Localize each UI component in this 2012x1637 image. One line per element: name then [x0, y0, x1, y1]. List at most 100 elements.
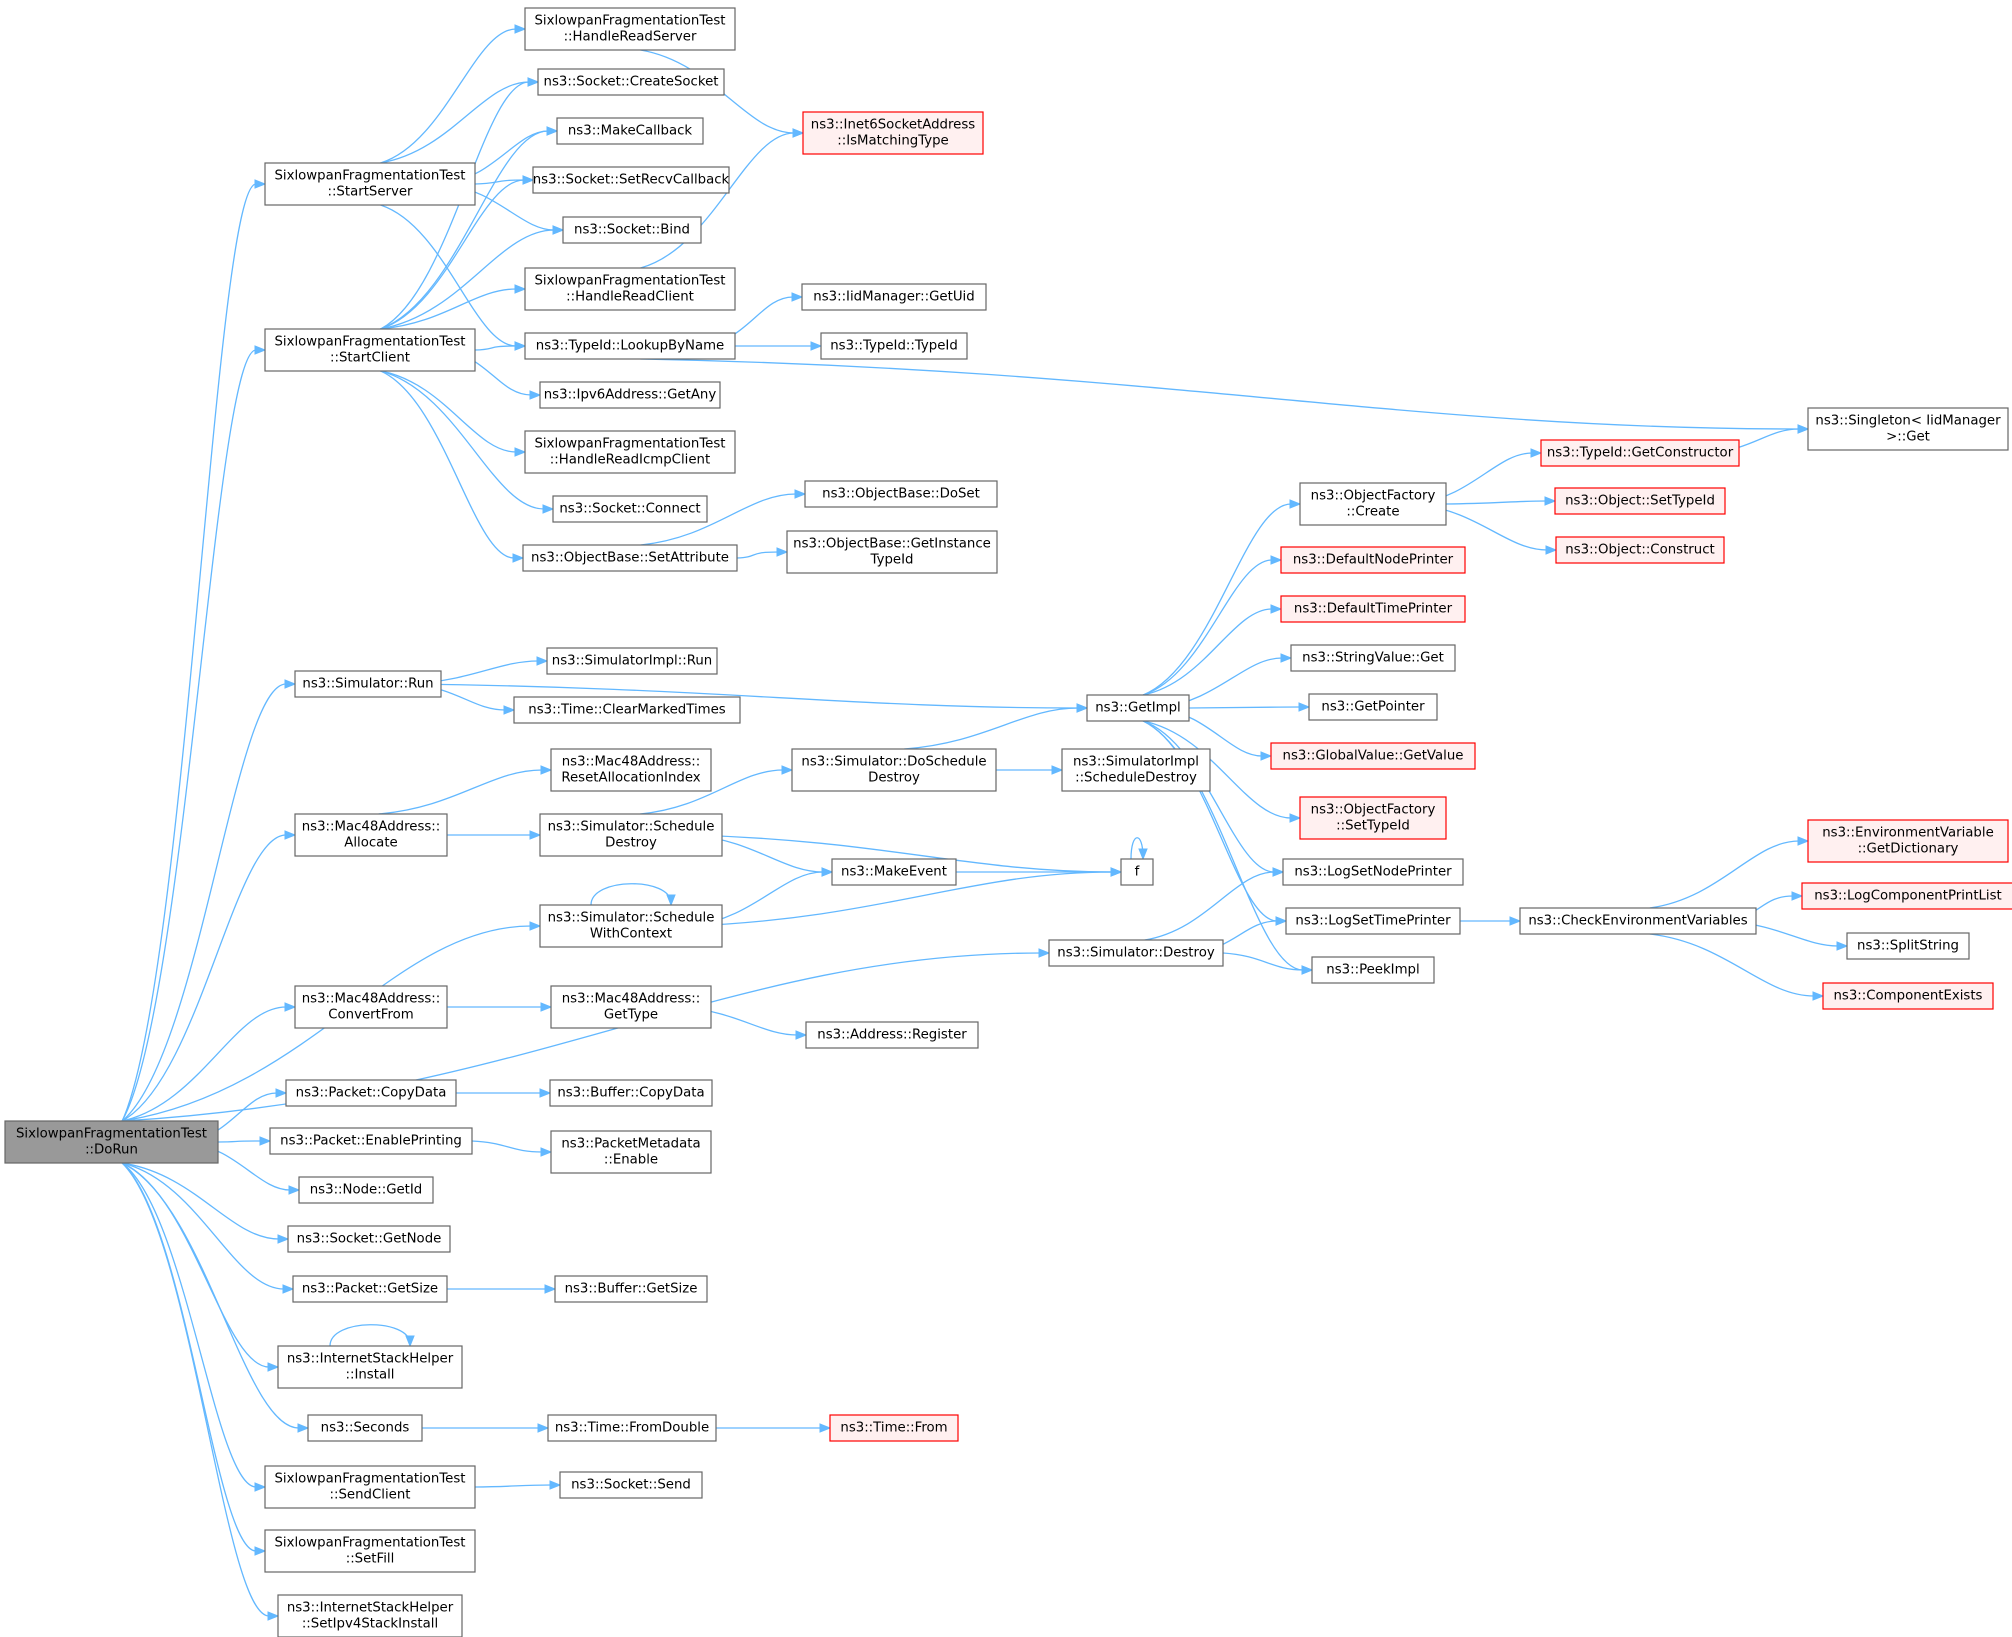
node-get-any[interactable]: ns3::Ipv6Address::GetAny	[539, 381, 721, 409]
node-env-get-dictionary[interactable]: ns3::EnvironmentVariable::GetDictionary	[1807, 819, 2009, 863]
edge-set-attribute-to-get-instance-type-id	[736, 551, 779, 559]
node-schedule-destroy[interactable]: ns3::Simulator::ScheduleDestroy	[539, 813, 723, 857]
node-f[interactable]: f	[1120, 858, 1154, 886]
node-get-uid[interactable]: ns3::IidManager::GetUid	[801, 283, 987, 311]
node-split-string[interactable]: ns3::SplitString	[1846, 932, 1970, 960]
node-label: ns3::Time::FromDouble	[555, 1421, 709, 1436]
node-set-attribute[interactable]: ns3::ObjectBase::SetAttribute	[522, 544, 738, 572]
node-sim-run[interactable]: ns3::Simulator::Run	[294, 670, 442, 698]
arrowhead-handle-read-client-to-is-matching-type	[792, 128, 805, 138]
node-type-id-ctor[interactable]: ns3::TypeId::TypeId	[820, 332, 968, 360]
node-of-create[interactable]: ns3::ObjectFactory::Create	[1299, 482, 1447, 526]
node-reset-allocation-index[interactable]: ns3::Mac48Address::ResetAllocationIndex	[550, 748, 712, 792]
node-label: ::SendClient	[330, 1488, 411, 1503]
node-buffer-copy-data[interactable]: ns3::Buffer::CopyData	[549, 1079, 713, 1107]
node-sim-impl-run[interactable]: ns3::SimulatorImpl::Run	[546, 647, 718, 675]
node-label: ns3::Socket::Connect	[559, 502, 700, 517]
node-buffer-get-size[interactable]: ns3::Buffer::GetSize	[554, 1275, 708, 1303]
node-handle-read-server[interactable]: SixlowpanFragmentationTest::HandleReadSe…	[524, 7, 736, 51]
node-packet-get-size[interactable]: ns3::Packet::GetSize	[292, 1275, 448, 1303]
node-log-component-print-list[interactable]: ns3::LogComponentPrintList	[1801, 882, 2012, 910]
node-label: ns3::IidManager::GetUid	[813, 290, 974, 305]
node-do-set[interactable]: ns3::ObjectBase::DoSet	[804, 480, 998, 508]
node-clear-marked-times[interactable]: ns3::Time::ClearMarkedTimes	[513, 696, 741, 724]
node-is-matching-type[interactable]: ns3::Inet6SocketAddress::IsMatchingType	[802, 111, 984, 155]
node-box	[524, 267, 736, 311]
node-seconds[interactable]: ns3::Seconds	[307, 1414, 423, 1442]
node-impl-schedule-destroy[interactable]: ns3::SimulatorImpl::ScheduleDestroy	[1061, 748, 1211, 792]
node-handle-read-client[interactable]: SixlowpanFragmentationTest::HandleReadCl…	[524, 267, 736, 311]
node-enable-printing[interactable]: ns3::Packet::EnablePrinting	[269, 1127, 473, 1155]
node-get-pointer[interactable]: ns3::GetPointer	[1308, 693, 1438, 721]
arrowhead-lookup-by-name-to-get-uid	[791, 292, 804, 302]
node-singleton-get[interactable]: ns3::Singleton< IidManager>::Get	[1807, 407, 2009, 451]
node-label: ::HandleReadIcmpClient	[550, 453, 710, 468]
node-set-ipv4-stack-install[interactable]: ns3::InternetStackHelper::SetIpv4StackIn…	[277, 1594, 463, 1637]
node-box	[292, 1275, 448, 1303]
node-obj-construct[interactable]: ns3::Object::Construct	[1555, 536, 1725, 564]
edge-handle-read-client-to-is-matching-type	[640, 132, 795, 269]
node-label: ns3::Singleton< IidManager	[1815, 414, 2001, 429]
edge-start-client-to-lookup-by-name	[474, 345, 517, 351]
node-mac-get-type[interactable]: ns3::Mac48Address::GetType	[550, 985, 712, 1029]
node-send-client[interactable]: SixlowpanFragmentationTest::SendClient	[264, 1465, 476, 1509]
edge-schedule-destroy-to-f	[691, 834, 1113, 873]
node-log-set-node-printer[interactable]: ns3::LogSetNodePrinter	[1282, 858, 1464, 886]
node-label: ::Create	[1346, 505, 1399, 520]
node-socket-send[interactable]: ns3::Socket::Send	[559, 1471, 703, 1499]
node-set-fill[interactable]: SixlowpanFragmentationTest::SetFill	[264, 1529, 476, 1573]
node-do-run[interactable]: SixlowpanFragmentationTest::DoRun	[4, 1120, 219, 1164]
node-of-set-type-id[interactable]: ns3::ObjectFactory::SetTypeId	[1299, 796, 1447, 840]
node-packet-copy-data[interactable]: ns3::Packet::CopyData	[285, 1079, 457, 1107]
arrowhead-check-env-to-component-exists	[1812, 991, 1825, 1001]
node-set-recv-callback[interactable]: ns3::Socket::SetRecvCallback	[532, 166, 730, 194]
edge-handle-read-server-to-is-matching-type	[640, 49, 795, 134]
node-make-callback[interactable]: ns3::MakeCallback	[556, 117, 704, 145]
node-box	[539, 381, 721, 409]
node-node-get-id[interactable]: ns3::Node::GetId	[298, 1176, 434, 1204]
node-socket-connect[interactable]: ns3::Socket::Connect	[552, 495, 708, 523]
node-global-get-value[interactable]: ns3::GlobalValue::GetValue	[1270, 742, 1476, 770]
node-check-env[interactable]: ns3::CheckEnvironmentVariables	[1519, 907, 1757, 935]
node-peek-impl[interactable]: ns3::PeekImpl	[1311, 956, 1435, 984]
node-component-exists[interactable]: ns3::ComponentExists	[1822, 982, 1994, 1010]
arrowhead-start-client-to-get-any	[529, 390, 542, 400]
node-get-constructor[interactable]: ns3::TypeId::GetConstructor	[1540, 439, 1740, 467]
node-label: ns3::Time::ClearMarkedTimes	[528, 703, 726, 718]
edge-start-client-to-set-recv-callback	[380, 179, 525, 330]
node-get-impl[interactable]: ns3::GetImpl	[1086, 694, 1190, 722]
node-time-from[interactable]: ns3::Time::From	[829, 1414, 959, 1442]
node-metadata-enable[interactable]: ns3::PacketMetadata::Enable	[550, 1130, 712, 1174]
node-label: ns3::InternetStackHelper	[287, 1601, 454, 1616]
node-lookup-by-name[interactable]: ns3::TypeId::LookupByName	[524, 332, 736, 360]
node-string-value-get[interactable]: ns3::StringValue::Get	[1290, 644, 1456, 672]
node-socket-get-node[interactable]: ns3::Socket::GetNode	[287, 1225, 451, 1253]
node-convert-from[interactable]: ns3::Mac48Address::ConvertFrom	[294, 985, 448, 1029]
node-address-register[interactable]: ns3::Address::Register	[805, 1021, 979, 1049]
arrowhead-enable-printing-to-metadata-enable	[540, 1147, 553, 1157]
node-create-socket[interactable]: ns3::Socket::CreateSocket	[537, 68, 725, 96]
node-obj-set-type-id[interactable]: ns3::Object::SetTypeId	[1554, 487, 1726, 515]
node-mac-allocate[interactable]: ns3::Mac48Address::Allocate	[294, 813, 448, 857]
node-socket-bind[interactable]: ns3::Socket::Bind	[562, 216, 702, 244]
node-from-double[interactable]: ns3::Time::FromDouble	[547, 1414, 717, 1442]
arrowhead-start-client-to-set-attribute	[512, 553, 525, 563]
node-label: f	[1135, 865, 1140, 880]
node-start-client[interactable]: SixlowpanFragmentationTest::StartClient	[264, 328, 476, 372]
node-box	[1285, 907, 1461, 935]
node-box	[1540, 439, 1740, 467]
node-handle-read-icmp-client[interactable]: SixlowpanFragmentationTest::HandleReadIc…	[524, 430, 736, 474]
node-default-node-printer[interactable]: ns3::DefaultNodePrinter	[1280, 546, 1466, 574]
node-make-event[interactable]: ns3::MakeEvent	[831, 858, 957, 886]
node-ish-install[interactable]: ns3::InternetStackHelper::Install	[277, 1345, 463, 1389]
node-sim-destroy[interactable]: ns3::Simulator::Destroy	[1048, 939, 1224, 967]
node-default-time-printer[interactable]: ns3::DefaultTimePrinter	[1280, 595, 1466, 623]
node-start-server[interactable]: SixlowpanFragmentationTest::StartServer	[264, 162, 476, 206]
node-box	[562, 216, 702, 244]
node-log-set-time-printer[interactable]: ns3::LogSetTimePrinter	[1285, 907, 1461, 935]
node-label: ::StartClient	[330, 351, 410, 366]
node-box	[1282, 858, 1464, 886]
